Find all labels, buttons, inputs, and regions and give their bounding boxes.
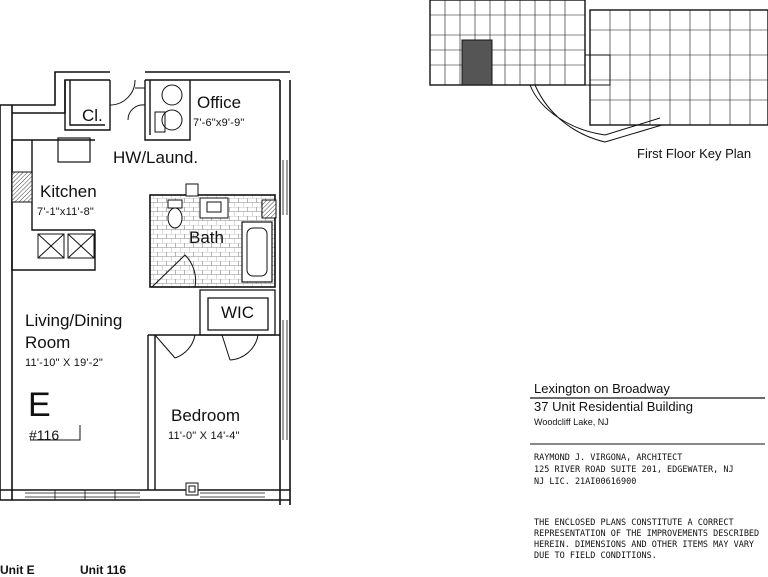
project-location: Woodcliff Lake, NJ bbox=[534, 417, 609, 427]
right-window bbox=[282, 160, 288, 440]
architect-address: 125 RIVER ROAD SUITE 201, EDGEWATER, NJ bbox=[534, 465, 734, 475]
living-dining-label: Living/Dining bbox=[25, 311, 123, 330]
footer-unit-number: Unit 116 bbox=[80, 563, 127, 577]
dryer bbox=[161, 109, 183, 131]
bath-label: Bath bbox=[189, 228, 224, 247]
exterior-wall-bottom bbox=[0, 489, 290, 501]
unit-number: #116 bbox=[29, 427, 60, 443]
exterior-wall-top bbox=[145, 71, 290, 81]
hw-laundry-label: HW/Laund. bbox=[113, 148, 199, 167]
bedroom-door-2 bbox=[221, 334, 259, 361]
kitchen-label: Kitchen bbox=[40, 182, 97, 201]
entry-door bbox=[109, 79, 136, 106]
living-dimension: 11'-10" X 19'-2" bbox=[25, 357, 103, 369]
exterior-wall-right bbox=[279, 80, 291, 505]
wic-label: WIC bbox=[221, 303, 255, 322]
key-plan-drawing bbox=[429, 0, 768, 143]
kitchen-range bbox=[37, 233, 95, 259]
kitchen-fridge bbox=[11, 171, 33, 203]
footer-unit-type: Unit E bbox=[0, 563, 35, 577]
bedroom-dimension: 11'-0" X 14'-4" bbox=[168, 430, 240, 442]
bedroom-door-1 bbox=[154, 334, 196, 359]
washer bbox=[161, 84, 183, 106]
living-room-label: Room bbox=[25, 333, 71, 352]
office-label: Office bbox=[197, 93, 242, 112]
project-subtitle: 37 Unit Residential Building bbox=[534, 399, 693, 414]
unit-number-bracket bbox=[30, 425, 81, 441]
exterior-wall-left bbox=[0, 105, 13, 500]
key-plan-walkway bbox=[529, 84, 606, 143]
toilet-tank bbox=[167, 199, 183, 209]
disclaimer-line-3: HEREIN. DIMENSIONS AND OTHER ITEMS MAY V… bbox=[534, 540, 755, 550]
office-dimension: 7'-6"x9'-9" bbox=[193, 117, 245, 129]
architect-license: NJ LIC. 21AI00616900 bbox=[534, 477, 637, 487]
project-name: Lexington on Broadway bbox=[534, 381, 670, 396]
disclaimer-line-2: REPRESENTATION OF THE IMPROVEMENTS DESCR… bbox=[534, 529, 760, 539]
bedroom-label: Bedroom bbox=[171, 406, 240, 425]
key-plan-title: First Floor Key Plan bbox=[637, 146, 752, 161]
unit-letter: E bbox=[28, 386, 51, 424]
key-plan-unit-highlight bbox=[461, 39, 493, 86]
toilet-bowl bbox=[167, 207, 183, 229]
kitchen-dimension: 7'-1"x11'-8" bbox=[37, 206, 95, 218]
laundry-walls bbox=[144, 80, 191, 141]
disclaimer-line-1: THE ENCLOSED PLANS CONSTITUTE A CORRECT bbox=[534, 518, 734, 528]
architect-name: RAYMOND J. VIRGONA, ARCHITECT bbox=[534, 453, 683, 463]
bath-door bbox=[151, 254, 197, 288]
bottom-window bbox=[25, 490, 265, 500]
kitchen-sink bbox=[57, 137, 91, 163]
closet-label: Cl. bbox=[82, 106, 103, 125]
kitchen-counter bbox=[11, 139, 96, 271]
disclaimer-line-4: DUE TO FIELD CONDITIONS. bbox=[534, 551, 657, 561]
unit-plan bbox=[0, 71, 291, 505]
